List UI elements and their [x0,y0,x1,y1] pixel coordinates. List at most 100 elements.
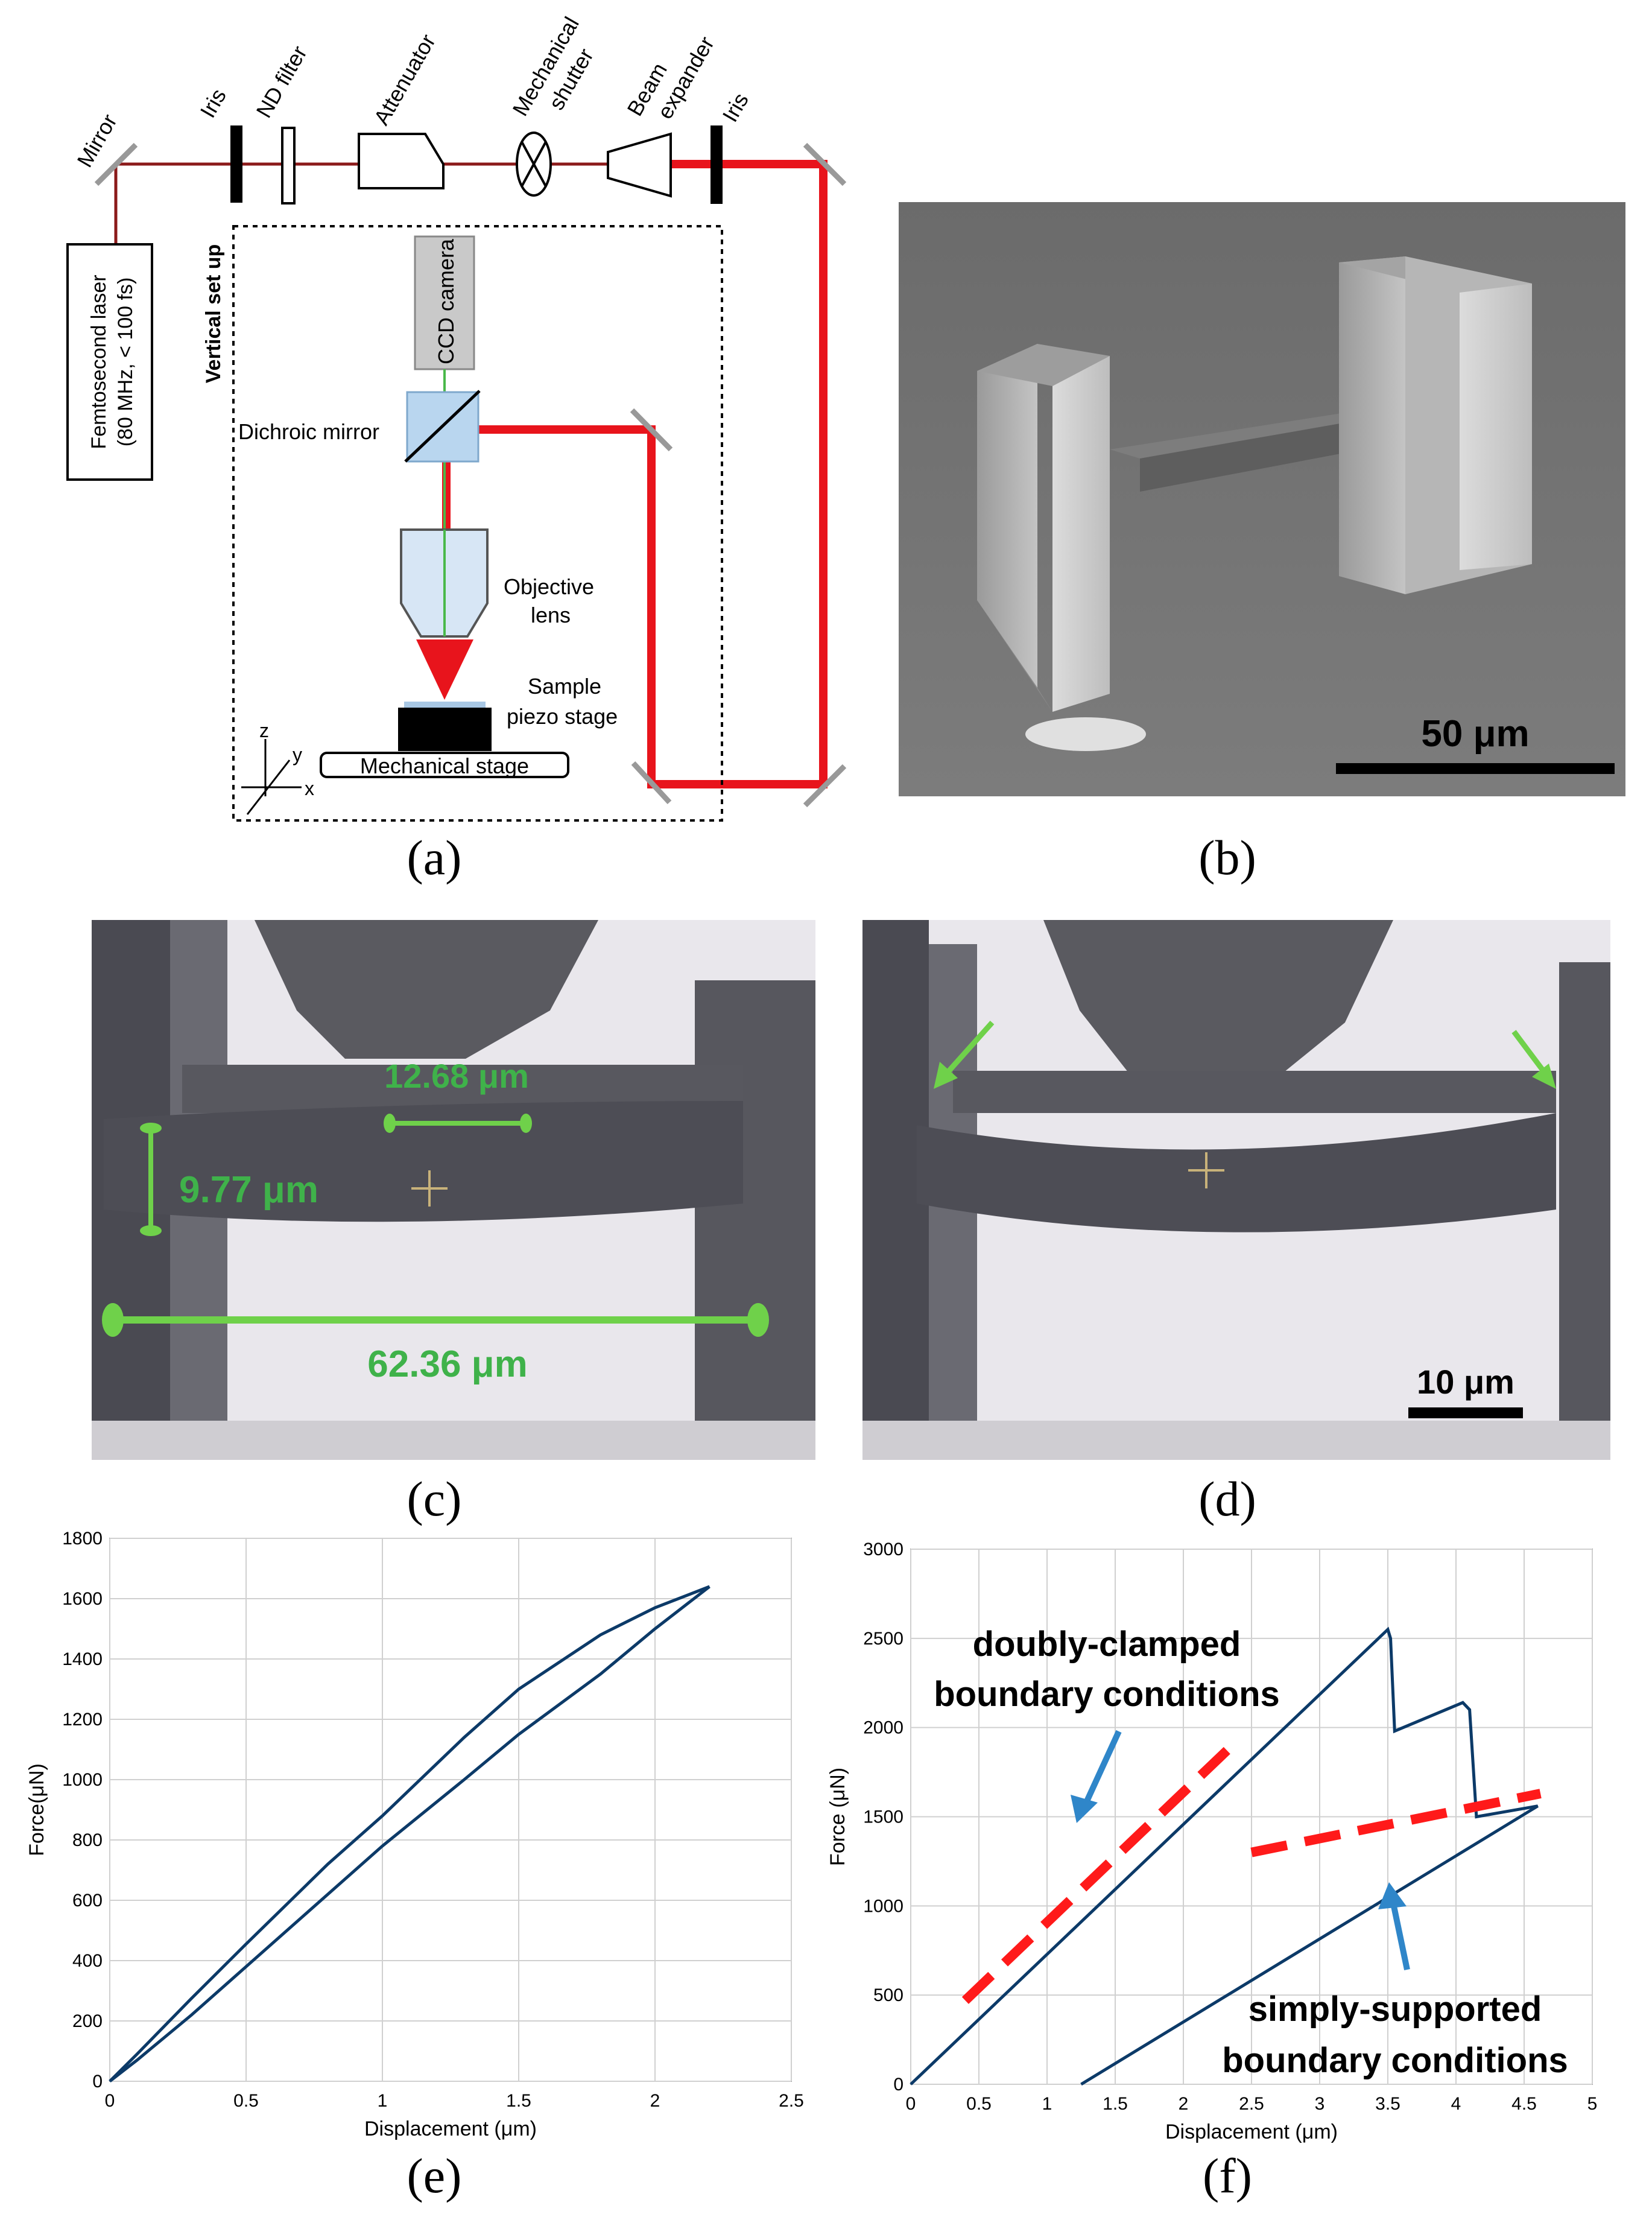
dichroic-label: Dichroic mirror [238,419,379,444]
x-tick-label: 1.5 [1103,2094,1128,2114]
y-tick-label: 1000 [863,1896,904,1916]
optical-image-c: 12.68 μm 9.77 μm 62.36 μm [92,920,815,1460]
ccd-label: CCD camera [434,238,458,364]
beam-expander-icon [607,132,672,198]
annot-simply-2: boundary conditions [1222,2041,1568,2080]
scale-bar-label: 10 μm [1417,1363,1514,1401]
optical-image-d: 10 μm [862,920,1610,1460]
scale-bar-label: 50 μm [1421,713,1529,755]
deflection-arrow-icon [934,1020,1556,1089]
iris-label-2: Iris [717,89,753,126]
iris-label: Iris [195,84,231,122]
plot-frame [109,1538,792,2082]
vertical-setup-box [232,225,723,822]
shutter-icon [516,132,552,197]
x-tick-label: 0.5 [966,2094,992,2114]
y-tick-label: 1000 [62,1770,103,1790]
setup-schematic: Femtosecond laser(80 MHz, < 100 fs) Vert… [66,13,847,822]
laser-label: Femtosecond laser(80 MHz, < 100 fs) [87,274,137,449]
dim-length [102,1303,769,1337]
x-tick-label: 1.5 [506,2091,531,2111]
x-tick-label: 2.5 [779,2091,804,2111]
laser-focus-icon [416,639,473,700]
axis-z: z [259,720,269,741]
dim-thickness-label: 9.77 μm [179,1169,318,1211]
ccd-camera-icon [414,235,475,370]
arrow-icon [1378,1882,1410,1971]
y-tick-label: 400 [72,1951,103,1971]
axis-x: x [305,778,314,799]
vertical-setup-label: Vertical set up [202,244,225,384]
nd-filter-label: ND filter [251,42,312,122]
axis-y: y [293,744,302,766]
y-tick-label: 1200 [62,1710,103,1730]
y-axis-label: Force (μN) [826,1768,849,1866]
y-tick-label: 0 [92,2072,103,2092]
y-tick-label: 600 [72,1891,103,1911]
x-axis-label: Displacement (μm) [1165,2120,1338,2143]
sample-label: Sample [528,674,601,699]
caption-a: (a) [407,830,462,885]
boundary-fit-line-2 [1250,1789,1542,1857]
x-tick-label: 2 [650,2091,660,2111]
annot-clamped-1: doubly-clamped [973,1625,1241,1664]
mech-stage-label: Mechanical stage [360,753,529,778]
x-tick-label: 4.5 [1511,2094,1537,2114]
nd-filter-icon [281,127,296,205]
x-axis-label: Displacement (μm) [364,2117,537,2140]
y-tick-label: 1400 [62,1649,103,1669]
series-line-2 [109,1585,710,2082]
x-tick-label: 0 [105,2091,115,2111]
y-tick-label: 1600 [62,1589,103,1609]
y-axis-label: Force(μN) [25,1763,48,1856]
caption-e: (e) [407,2148,462,2203]
y-tick-label: 200 [72,2011,103,2031]
x-tick-label: 0.5 [233,2091,259,2111]
sample-icon [404,702,486,708]
scale-bar [1408,1407,1523,1418]
x-tick-label: 2.5 [1239,2094,1264,2114]
objective-label: Objective [504,574,594,599]
iris-icon [710,125,723,204]
x-tick-label: 1 [378,2091,388,2111]
dim-gap-label: 12.68 μm [384,1057,529,1095]
x-tick-label: 3 [1315,2094,1325,2114]
y-tick-label: 800 [72,1830,103,1850]
y-tick-label: 2000 [863,1718,904,1738]
plot-area: 0 0.5 1 1.5 2 2.5 0 200 400 600 800 1000 1200 1400 160… [25,1529,804,2140]
beam-thick [442,160,828,788]
dim-thickness [140,1123,162,1236]
series-line-1 [109,1585,710,2082]
scale-bar [1336,763,1615,774]
y-tick-label: 1800 [62,1529,103,1549]
y-tick-label: 3000 [863,1540,904,1559]
y-tick-label: 500 [873,1985,904,2005]
axes-icon [241,739,302,815]
attenuator-icon [358,133,445,189]
annot-clamped-2: boundary conditions [934,1675,1280,1714]
caption-f: (f) [1203,2148,1252,2203]
x-tick-label: 3.5 [1375,2094,1400,2114]
caption-c: (c) [407,1471,462,1526]
sem-image: 50 μm [899,202,1625,796]
x-tick-label: 5 [1587,2094,1598,2114]
x-tick-label: 1 [1042,2094,1052,2114]
iris-icon [230,125,242,203]
piezo-stage-icon [398,708,492,751]
caption-d: (d) [1198,1471,1256,1526]
attenuator-label: Attenuator [369,30,440,129]
mirror-label: Mirror [72,110,121,171]
y-tick-label: 1500 [863,1807,904,1827]
piezo-label: piezo stage [507,704,618,729]
boundary-fit-line-1 [961,1736,1241,2004]
series-line-1 [910,1626,1539,2086]
annot-simply-1: simply-supported [1248,1990,1542,2029]
x-tick-label: 0 [906,2094,916,2114]
laser-box [66,243,153,481]
chart-e: 0 0.5 1 1.5 2 2.5 0 200 400 600 800 1000 1200 1400 160… [25,1529,804,2140]
y-tick-label: 0 [893,2075,904,2095]
x-tick-label: 2 [1179,2094,1189,2114]
arrow-icon [1071,1730,1122,1823]
